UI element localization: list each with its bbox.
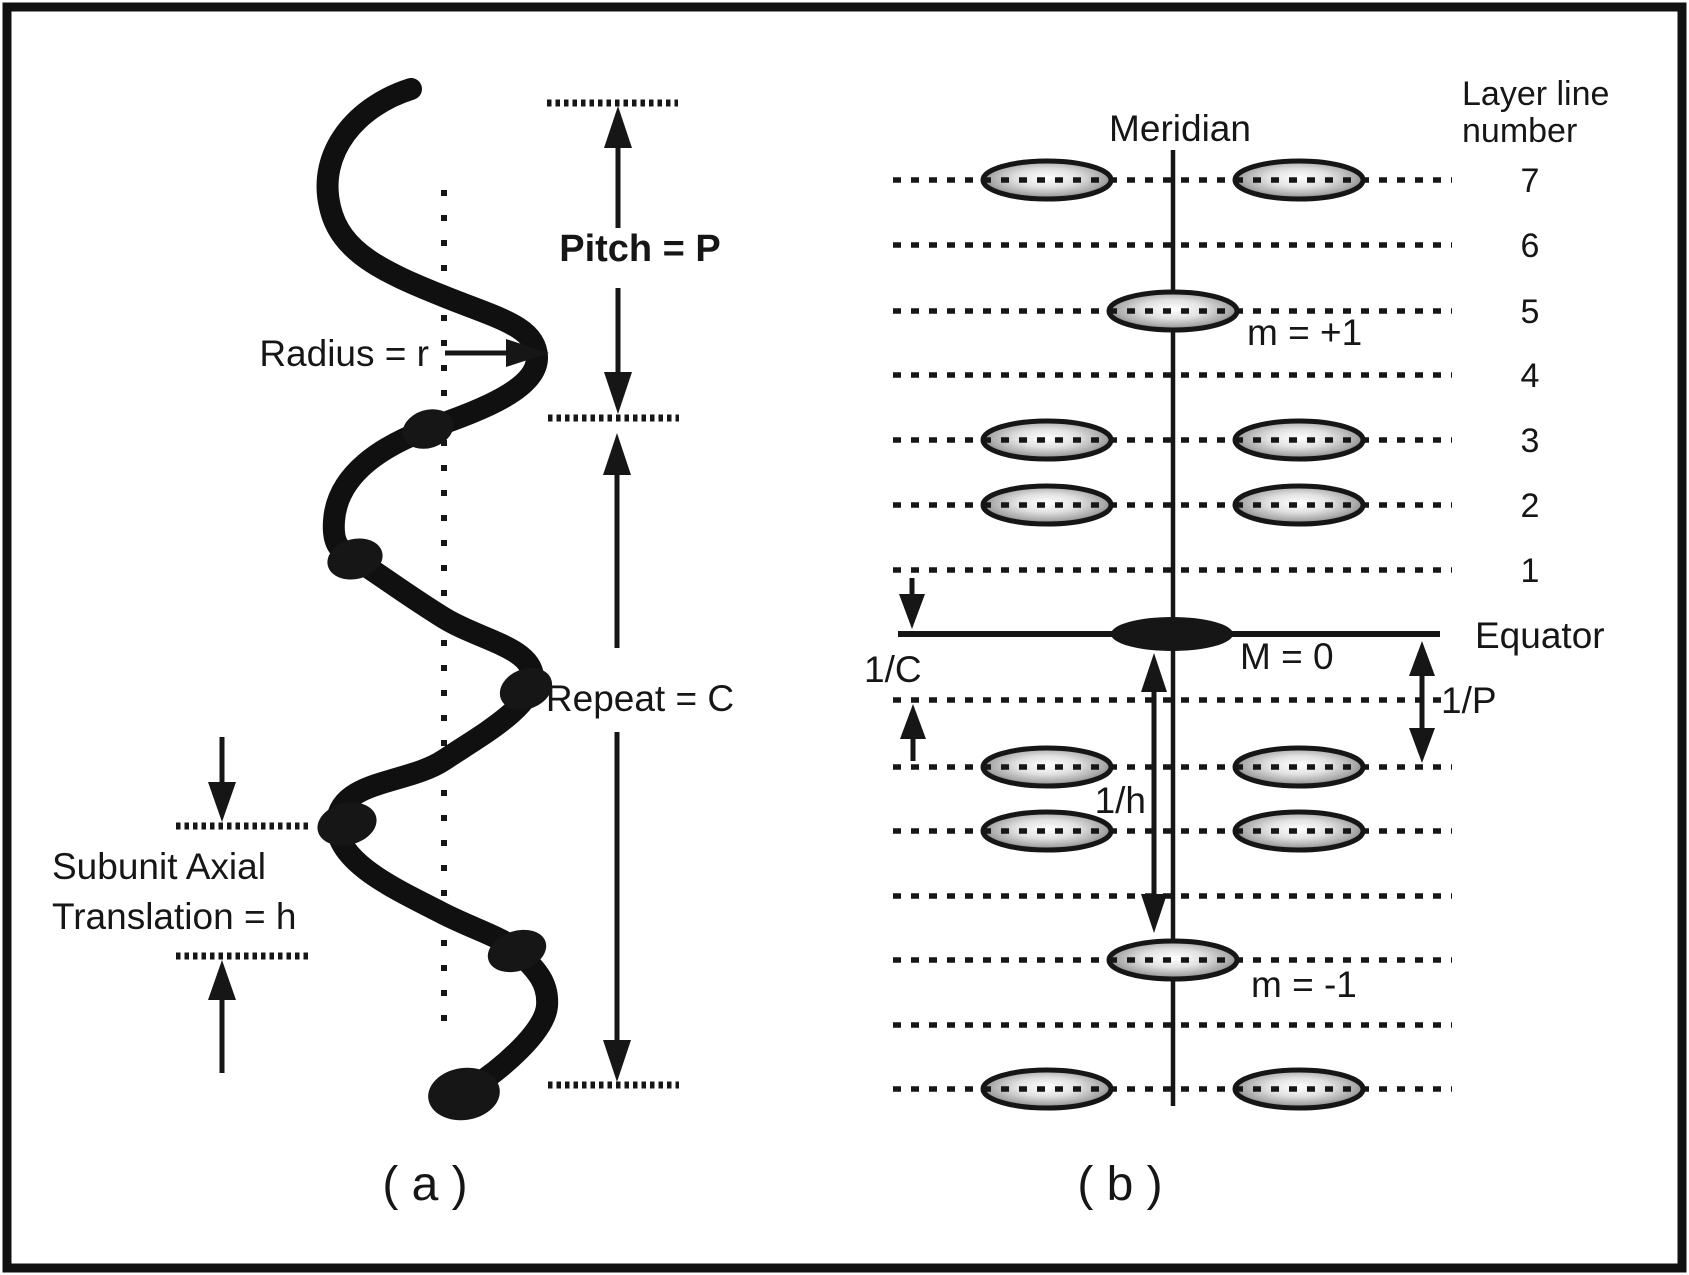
panel-a-label: ( a ) — [382, 1158, 467, 1211]
m-zero-label: M = 0 — [1240, 636, 1334, 677]
panel-a: Pitch = P Radius = r Repeat = C Subunit … — [52, 78, 734, 1211]
one-over-C-up-arrow — [900, 704, 926, 761]
pitch-arrow — [604, 106, 632, 414]
one-over-C-down-arrow — [899, 578, 925, 629]
arrowhead-down — [899, 594, 925, 629]
layer-line-number: 2 — [1521, 487, 1540, 525]
layer-line-number: 5 — [1521, 293, 1540, 331]
equator-label: Equator — [1475, 615, 1605, 656]
one-over-C-label: 1/C — [864, 649, 922, 690]
radius-arrow — [445, 339, 549, 367]
arrowhead-down — [603, 1040, 631, 1082]
arrowhead-down — [1409, 728, 1435, 763]
arrowhead-down — [208, 782, 236, 822]
arrowhead-up — [603, 433, 631, 475]
repeat-label: Repeat = C — [546, 678, 734, 719]
arrowhead-up — [900, 704, 926, 739]
layer-line-number: 7 — [1521, 162, 1540, 200]
repeat-arrow — [603, 433, 631, 1082]
subunit-down-arrow — [208, 737, 236, 822]
arrowhead-up — [208, 960, 236, 1000]
panel-b: 7 6 5 4 3 2 1 Meridian Layer line number Equat… — [864, 75, 1609, 1211]
pitch-label: Pitch = P — [559, 228, 721, 270]
layer-line-number: 4 — [1521, 357, 1540, 395]
subunit-dot — [317, 802, 377, 846]
layer-line-number: 6 — [1521, 227, 1540, 265]
layer-line-number: 1 — [1521, 552, 1540, 590]
layer-line-header-line2: number — [1462, 112, 1577, 150]
subunit-dot — [327, 538, 383, 580]
arrowhead-up — [1409, 641, 1435, 676]
one-over-h-arrow — [1141, 653, 1167, 933]
layer-lines-group: 7 6 5 4 3 2 1 — [893, 158, 1540, 1111]
equator-spot — [1111, 617, 1233, 651]
arrowhead-down — [604, 372, 632, 414]
subunit-label-line1: Subunit Axial — [52, 846, 266, 887]
subunit-label-line2: Translation = h — [52, 896, 296, 937]
one-over-h-label: 1/h — [1095, 780, 1146, 821]
subunit-dot — [402, 409, 454, 449]
subunit-up-arrow — [208, 960, 236, 1073]
subunit-dot — [487, 929, 547, 973]
subunit-dot — [499, 667, 553, 711]
m-minus-one-label: m = -1 — [1251, 964, 1357, 1005]
arrowhead-up — [1141, 653, 1167, 692]
panel-b-label: ( b ) — [1077, 1158, 1162, 1211]
radius-label: Radius = r — [259, 333, 429, 374]
meridian-label: Meridian — [1109, 108, 1251, 149]
arrowhead-down — [1141, 894, 1167, 933]
one-over-P-label: 1/P — [1441, 680, 1497, 721]
arrowhead-up — [604, 106, 632, 148]
layer-line-header-line1: Layer line — [1462, 75, 1609, 113]
subunit-dot — [428, 1067, 500, 1121]
layer-line-number: 3 — [1521, 422, 1540, 460]
arrowhead-right — [506, 339, 549, 367]
m-plus-one-label: m = +1 — [1247, 312, 1362, 353]
one-over-P-arrow — [1409, 641, 1435, 763]
helix-curve — [316, 78, 559, 1098]
